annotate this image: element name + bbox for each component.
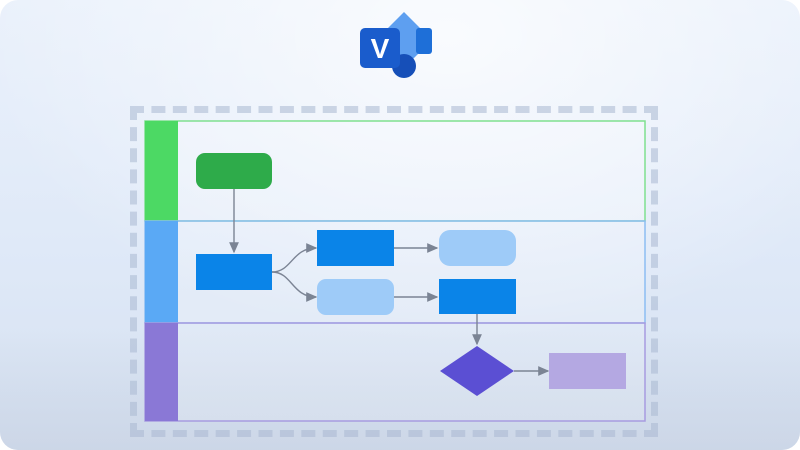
subprocess-shape-1[interactable]	[317, 279, 394, 315]
decision-shape[interactable]	[440, 346, 514, 396]
logo-letter-tile	[360, 28, 400, 68]
connectors	[229, 189, 550, 376]
connector-branch-upper[interactable]	[271, 243, 318, 273]
subprocess-shape-2[interactable]	[439, 230, 516, 266]
connector-branch-lower[interactable]	[271, 271, 318, 302]
process-shape-3[interactable]	[439, 279, 516, 314]
selection-outline	[130, 106, 658, 437]
process-shape-1[interactable]	[196, 254, 272, 290]
process-shape-2[interactable]	[317, 230, 394, 266]
end-shape[interactable]	[549, 353, 626, 389]
logo-letter: V	[371, 33, 390, 64]
visio-logo-icon: V	[360, 12, 432, 78]
swimlane-1-header[interactable]	[145, 121, 178, 221]
start-shape[interactable]	[196, 153, 272, 189]
swimlane-3-header[interactable]	[145, 323, 178, 421]
logo-right-tab	[416, 28, 432, 54]
swimlane-2-header[interactable]	[145, 221, 178, 323]
